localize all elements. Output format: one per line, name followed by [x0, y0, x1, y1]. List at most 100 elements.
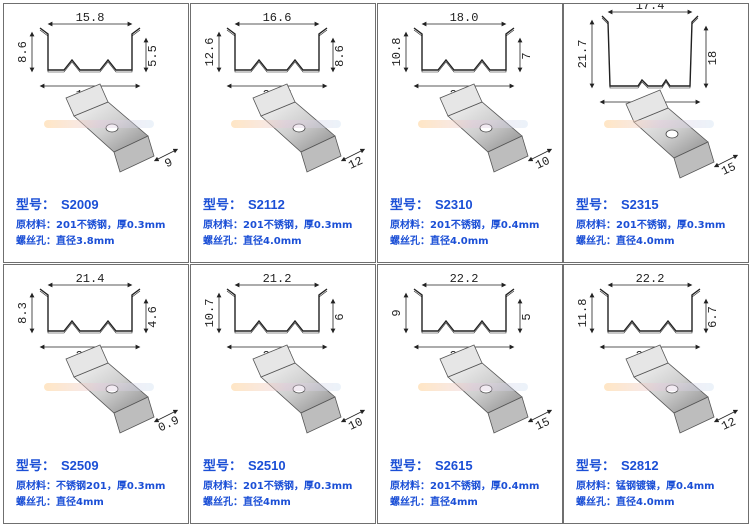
- product-card-s2009: 15.819.88.65.5 9 型号：S2009 原材料：201不锈钢，厚0.3mm…: [3, 3, 189, 263]
- clip-width-dimension-line: [713, 154, 739, 168]
- right-height-label: 6.7: [706, 306, 720, 328]
- screw-hole-spec: 螺丝孔：直径4.0mm: [203, 236, 302, 247]
- watermark-smudge: [604, 120, 714, 128]
- clip-isometric-render: 10: [439, 83, 552, 173]
- dimension-annotations: 21.225.510.76: [203, 272, 347, 363]
- right-height-label: 7: [520, 52, 534, 59]
- model-prefix: 型号：: [390, 197, 430, 212]
- top-width-label: 18.0: [450, 11, 479, 25]
- clip-width-dimension-line: [340, 409, 366, 423]
- product-card-s2812: 22.228.011.86.712型号：S2812原材料：锰钢镀镍，厚0.4mm…: [563, 264, 749, 524]
- material-spec: 原材料：锰钢镀镍，厚0.4mm: [576, 481, 715, 492]
- dimension-annotations: 22.228.011.86.7: [576, 272, 720, 363]
- clip-isometric-render: 12: [252, 83, 366, 173]
- screw-hole-spec: 螺丝孔：直径4mm: [390, 497, 478, 508]
- right-height-label: 4.6: [146, 306, 160, 328]
- material-spec: 原材料：201不锈钢，厚0.4mm: [390, 481, 540, 492]
- watermark-smudge: [44, 120, 154, 128]
- model-number: 型号：S2315: [576, 194, 659, 213]
- clip-width-label: 15: [533, 415, 552, 434]
- profile-cross-section: [599, 288, 701, 334]
- left-height-label: 9: [390, 309, 404, 316]
- product-card-s2112: 16.620.712.68.612型号：S2112原材料：201不锈钢，厚0.3…: [190, 3, 376, 263]
- clip-isometric-render: 15: [625, 89, 739, 179]
- top-width-label: 22.2: [450, 272, 479, 286]
- model-code: S2509: [61, 458, 99, 473]
- profile-cross-section: [39, 27, 141, 73]
- clip-width-label: 12: [719, 415, 738, 434]
- product-drawing: 22.226.09515: [390, 272, 553, 434]
- material-spec: 原材料：201不锈钢，厚0.4mm: [390, 220, 540, 231]
- material-spec: 原材料：201不锈钢，厚0.3mm: [16, 220, 166, 231]
- model-number: 型号： S2112: [203, 194, 285, 213]
- watermark-smudge: [231, 120, 341, 128]
- clip-isometric-render: 10: [252, 344, 366, 434]
- clip-width-dimension-line: [527, 409, 553, 423]
- product-card-s2315: 17.423.421.71815型号：S2315原材料：201不锈钢，厚0.3m…: [563, 3, 749, 263]
- dimension-annotations: 15.819.88.65.5: [16, 11, 160, 102]
- right-height-label: 8.6: [333, 45, 347, 67]
- clip-isometric-render: 9: [65, 83, 179, 173]
- profile-outline: [599, 288, 701, 332]
- left-height-label: 10.7: [203, 299, 217, 328]
- watermark-smudge: [604, 383, 714, 391]
- clip-width-label: 15: [719, 160, 738, 179]
- clip-width-label: 12: [346, 154, 365, 173]
- profile-cross-section: [601, 15, 699, 89]
- profile-outline: [226, 27, 328, 71]
- profile-cross-section: [226, 27, 328, 73]
- product-card-s2615: 22.226.09515型号：S2615原材料：201不锈钢，厚0.4mm螺丝孔…: [377, 264, 563, 524]
- clip-width-dimension-line: [153, 148, 179, 162]
- screw-hole-spec: 螺丝孔：直径4.0mm: [576, 236, 675, 247]
- material-spec: 原材料：201不锈钢，厚0.3mm: [203, 481, 353, 492]
- clip-width-dimension-line: [713, 409, 739, 423]
- model-code: S2510: [248, 458, 286, 473]
- profile-outline: [39, 27, 141, 71]
- clip-width-label: 9: [163, 155, 175, 171]
- clip-width-label: 10: [533, 154, 552, 173]
- product-drawing: 18.023.210.87 10: [390, 11, 552, 173]
- model-prefix: 型号：: [576, 197, 616, 212]
- model-number: 型号： S2310: [390, 194, 473, 213]
- screw-hole: [665, 129, 679, 139]
- right-height-label: 5: [520, 313, 534, 320]
- material-spec: 原材料：201不锈钢，厚0.3mm: [203, 220, 353, 231]
- dimension-annotations: 16.620.712.68.6: [203, 11, 347, 102]
- left-height-label: 8.6: [16, 41, 30, 63]
- model-prefix: 型号：: [16, 197, 56, 212]
- watermark-smudge: [418, 120, 528, 128]
- watermark-smudge: [418, 383, 528, 391]
- model-prefix: 型号：: [203, 197, 243, 212]
- screw-hole-spec: 螺丝孔：直径4.0mm: [390, 236, 489, 247]
- model-code: S2112: [248, 197, 285, 212]
- model-prefix: 型号：: [203, 458, 243, 473]
- clip-width-label: 0.9: [156, 413, 182, 435]
- profile-cross-section: [413, 27, 515, 73]
- left-height-label: 11.8: [576, 299, 590, 328]
- clip-width-dimension-line: [340, 148, 366, 162]
- left-height-label: 21.7: [576, 40, 590, 69]
- model-code: S2812: [621, 458, 659, 473]
- top-width-label: 15.8: [76, 11, 105, 25]
- product-drawing: 16.620.712.68.612: [203, 11, 366, 173]
- watermark-smudge: [44, 383, 154, 391]
- profile-cross-section: [39, 288, 141, 334]
- clip-isometric-render: 0.9: [65, 344, 182, 435]
- dimension-annotations: 18.023.210.87: [390, 11, 534, 102]
- left-height-label: 12.6: [203, 38, 217, 67]
- model-number: 型号：S2812: [576, 455, 659, 474]
- model-code: S2310: [435, 197, 473, 212]
- model-code: S2615: [435, 458, 473, 473]
- dimension-annotations: 21.425.08.34.6: [16, 272, 160, 363]
- profile-outline: [39, 288, 141, 332]
- screw-hole-spec: 螺丝孔：直径4.0mm: [576, 497, 675, 508]
- clip-width-dimension-line: [153, 409, 179, 423]
- model-number: 型号：S2009: [16, 194, 99, 213]
- top-width-label: 21.4: [76, 272, 105, 286]
- top-width-label: 22.2: [636, 272, 665, 286]
- top-width-label: 17.4: [636, 4, 665, 13]
- profile-outline: [413, 288, 515, 332]
